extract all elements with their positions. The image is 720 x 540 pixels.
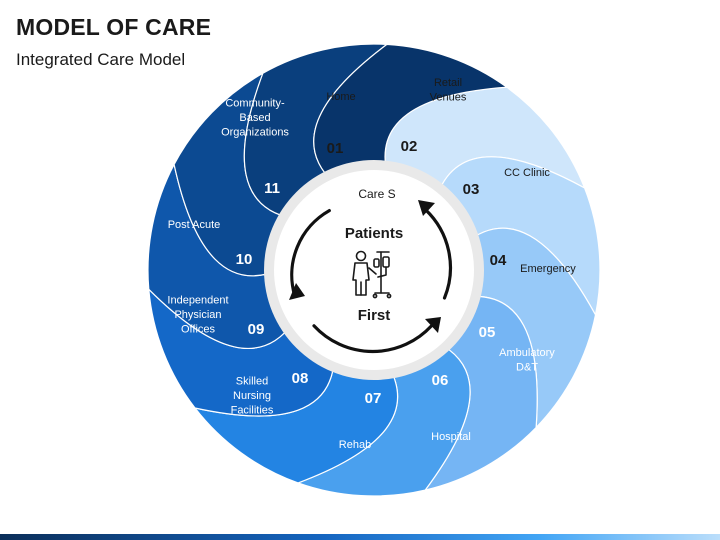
segment-number-09: 09 [248,321,265,338]
segment-label-04: Emergency [520,263,576,275]
segment-number-03: 03 [463,181,480,198]
segment-label-line: Emergency [520,263,576,275]
segment-label-line: Retail [434,77,462,89]
center-patients-label: Patients [345,225,403,242]
cycle-arrows [290,208,453,354]
arrowhead-right [418,200,435,216]
segment-label-01: Home [326,91,355,103]
segment-label-line: Venues [430,91,467,103]
footer-color-bar [0,534,720,540]
segment-label-line: Skilled [236,376,268,388]
arrowhead-top [289,283,305,300]
segment-label-line: Organizations [221,127,289,139]
segment-label-line: Independent [167,295,228,307]
segment-number-11: 11 [264,180,280,197]
cycle-arrow-bottom [312,324,434,354]
segment-label-06: Hospital [431,431,471,443]
cycle-arrow-top [290,209,331,298]
page-subtitle: Integrated Care Model [16,50,186,69]
cycle-arrowheads [289,200,441,333]
segment-label-line: Nursing [233,390,271,402]
segment-number-06: 06 [432,372,449,389]
page-title: MODEL OF CARE [16,14,212,40]
segment-label-03: CC Clinic [504,167,550,179]
segment-label-line: Ambulatory [499,347,555,359]
segment-label-line: Hospital [431,431,471,443]
segment-label-line: Offices [181,324,216,336]
segment-number-08: 08 [292,370,309,387]
segment-label-07: Rehab [339,439,371,451]
segment-number-07: 07 [365,390,382,407]
segment-label-line: Post Acute [168,219,221,231]
segment-label-line: Community- [225,98,285,110]
segment-number-04: 04 [490,252,507,269]
segment-label-line: Rehab [339,439,371,451]
segment-number-05: 05 [479,324,496,341]
cycle-arrow-right [423,208,453,300]
segment-label-line: CC Clinic [504,167,550,179]
center-first-label: First [358,307,391,324]
segment-label-10: Post Acute [168,219,221,231]
segment-label-line: D&T [516,361,538,373]
center-disc [274,170,474,370]
segment-number-02: 02 [401,138,418,155]
segment-label-line: Facilities [231,405,274,417]
wheel-segments [147,43,601,497]
segment-label-line: Home [326,91,355,103]
segment-number-10: 10 [236,251,253,268]
segment-label-line: Based [239,112,270,124]
segment-label-line: Physician [174,309,221,321]
arrowhead-bottom [425,317,441,333]
patient-with-iv-drip-icon [352,250,392,299]
segment-number-01: 01 [327,140,344,157]
center-top-label: Care S [358,187,395,201]
